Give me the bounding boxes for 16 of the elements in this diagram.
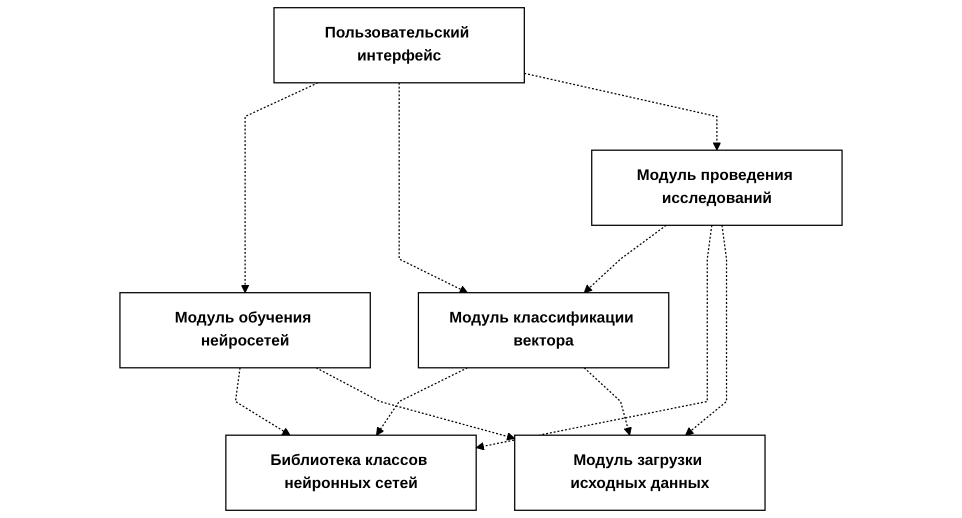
arrow bbox=[234, 368, 290, 436]
node-box: Модуль обучения нейросетей bbox=[119, 292, 371, 368]
node-box: Модуль классификации вектора bbox=[418, 292, 670, 368]
arrow bbox=[584, 224, 667, 294]
arrow bbox=[476, 225, 712, 450]
arrow bbox=[524, 72, 722, 151]
arrow bbox=[685, 225, 728, 436]
arrow bbox=[316, 367, 516, 440]
arrow bbox=[376, 367, 468, 436]
node-box: Пользовательский интерфейс bbox=[273, 7, 525, 84]
arrow bbox=[398, 82, 468, 294]
node-box: Модуль проведения исследований bbox=[591, 150, 843, 226]
arrow bbox=[584, 367, 632, 436]
arrow bbox=[240, 82, 318, 294]
node-box: Модуль загрузки исходных данных bbox=[514, 434, 766, 511]
node-box: Библиотека классов нейронных сетей bbox=[225, 434, 477, 511]
